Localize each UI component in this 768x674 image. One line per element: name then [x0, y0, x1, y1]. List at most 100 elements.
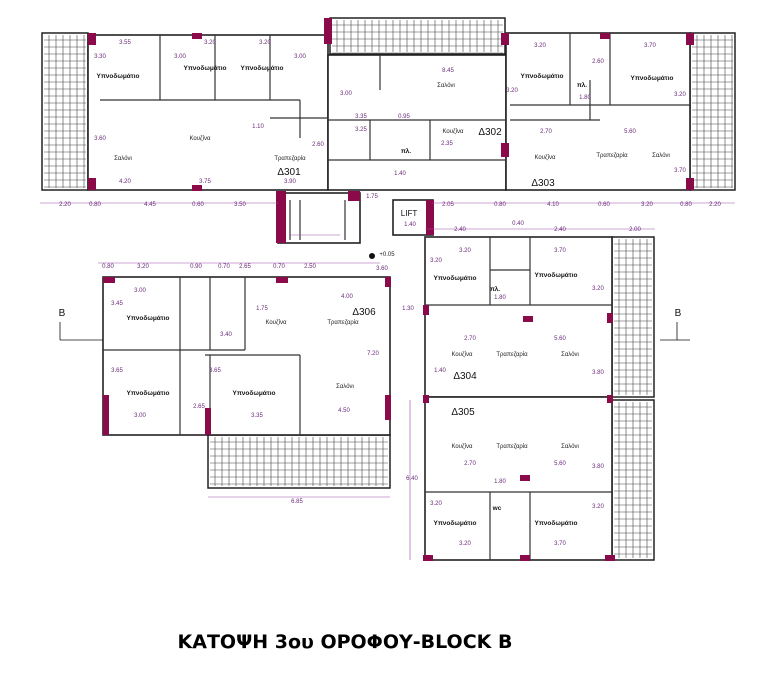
room-label: Τραπεζαρία — [496, 444, 528, 450]
dimension-label: 0.95 — [398, 114, 410, 120]
unit-d301-outline — [87, 34, 329, 191]
dimension-label: 5.60 — [554, 461, 566, 467]
room-label: Υπνοδωμάτιο — [631, 75, 674, 82]
dimension-label: 4.50 — [338, 408, 350, 414]
dimension-label: 2.60 — [592, 59, 604, 65]
dimension-label: 3.70 — [554, 248, 566, 254]
dimension-label: 2.20 — [709, 202, 721, 208]
dimension-label: 3.70 — [644, 43, 656, 49]
pillar — [426, 200, 434, 235]
room-label: Τραπεζαρία — [496, 352, 528, 358]
pillar — [607, 313, 613, 323]
pillar — [324, 18, 332, 44]
pillar — [423, 555, 433, 561]
dimension-label: 2.70 — [540, 129, 552, 135]
room-label: Υπνοδωμάτιο — [434, 520, 477, 527]
dimension-label: 3.20 — [506, 88, 518, 94]
dimension-label: 8.45 — [442, 68, 454, 74]
dimension-label: 4.00 — [341, 294, 353, 300]
dimension-lines — [40, 202, 735, 560]
room-label: Υπνοδωμάτιο — [535, 520, 578, 527]
pillar — [501, 143, 509, 157]
unit-d305-outline — [424, 396, 613, 561]
dimension-label: 0.40 — [512, 221, 524, 227]
dimension-label: 0.60 — [192, 202, 204, 208]
dimension-label: 3.30 — [94, 54, 106, 60]
dimension-label: 3.25 — [355, 127, 367, 133]
dimension-label: 2.60 — [312, 142, 324, 148]
room-label: Υπνοδωμάτιο — [434, 275, 477, 282]
room-label: πλ. — [490, 285, 500, 293]
dimension-label: 1.75 — [366, 194, 378, 200]
balcony-d303 — [689, 32, 736, 191]
dimension-label: 4.45 — [144, 202, 156, 208]
dimension-label: 2.20 — [59, 202, 71, 208]
unit-d303-outline — [505, 32, 691, 191]
pillar — [348, 191, 360, 201]
room-label: Κουζίνα — [535, 155, 557, 161]
dimension-label: 1.40 — [434, 368, 446, 374]
dimension-label: 3.20 — [430, 258, 442, 264]
dimension-label: 3.00 — [174, 54, 186, 60]
pillar — [385, 395, 391, 420]
dimension-label: 3.00 — [134, 413, 146, 419]
pillar — [192, 33, 202, 39]
dimension-label: 5.60 — [554, 336, 566, 342]
room-label: Τραπεζαρία — [327, 320, 359, 326]
unit-id: Δ301 — [277, 167, 301, 178]
dimension-label: 2.65 — [239, 264, 251, 270]
dimension-label: 1.75 — [256, 306, 268, 312]
room-label: Υπνοδωμάτιο — [97, 73, 140, 80]
room-label: πλ. — [401, 147, 411, 155]
room-label: Υπνοδωμάτιο — [127, 390, 170, 397]
unit-id: Δ304 — [453, 371, 477, 382]
dimension-label: 3.60 — [94, 136, 106, 142]
room-label: Σαλόνι — [561, 351, 579, 358]
dimension-label: 3.80 — [592, 370, 604, 376]
dimension-label: 2.05 — [442, 202, 454, 208]
room-label: Κουζίνα — [452, 352, 474, 358]
pillar — [103, 277, 115, 283]
dimension-label: 0.90 — [190, 264, 202, 270]
dimension-label: 3.90 — [284, 179, 296, 185]
dimension-label: 3.20 — [592, 504, 604, 510]
dimension-label: 2.50 — [304, 264, 316, 270]
interior-walls — [100, 33, 690, 560]
dimension-label: 0.80 — [89, 202, 101, 208]
dimension-label: 3.75 — [199, 179, 211, 185]
section-mark-left: B — [59, 308, 66, 319]
dimension-label: 3.50 — [234, 202, 246, 208]
dimension-label: 0.70 — [273, 264, 285, 270]
dimension-label: 3.20 — [674, 92, 686, 98]
unit-id: Δ306 — [352, 307, 376, 318]
pillar — [501, 33, 509, 45]
pillar — [88, 33, 96, 45]
dimension-label: 3.65 — [111, 368, 123, 374]
dimension-label: 0.80 — [494, 202, 506, 208]
pillar — [686, 178, 694, 190]
pillar — [103, 395, 109, 435]
pillar — [276, 191, 286, 243]
room-label: Κουζίνα — [443, 129, 465, 135]
dimension-label: 3.45 — [111, 301, 123, 307]
room-label: Κουζίνα — [266, 320, 288, 326]
pillar — [276, 277, 288, 283]
dimension-label: 3.70 — [674, 168, 686, 174]
room-label: Τραπεζαρία — [274, 156, 306, 162]
pillar — [205, 408, 211, 435]
dimension-label: 3.20 — [459, 248, 471, 254]
dimension-label: 4.10 — [547, 202, 559, 208]
dimension-label: 3.35 — [355, 114, 367, 120]
dimension-label: 0.70 — [218, 264, 230, 270]
dimension-label: 3.20 — [137, 264, 149, 270]
dimension-label: 3.20 — [204, 40, 216, 46]
pillar — [600, 33, 610, 39]
dimension-label: 3.20 — [592, 286, 604, 292]
room-label: Υπνοδωμάτιο — [521, 73, 564, 80]
dimension-label: 3.20 — [534, 43, 546, 49]
dimension-label: 2.70 — [464, 336, 476, 342]
unit-id: Δ302 — [478, 127, 502, 138]
dimension-label: 3.35 — [251, 413, 263, 419]
level-marker-icon — [369, 253, 375, 259]
room-label: Σαλόνι — [561, 443, 579, 450]
